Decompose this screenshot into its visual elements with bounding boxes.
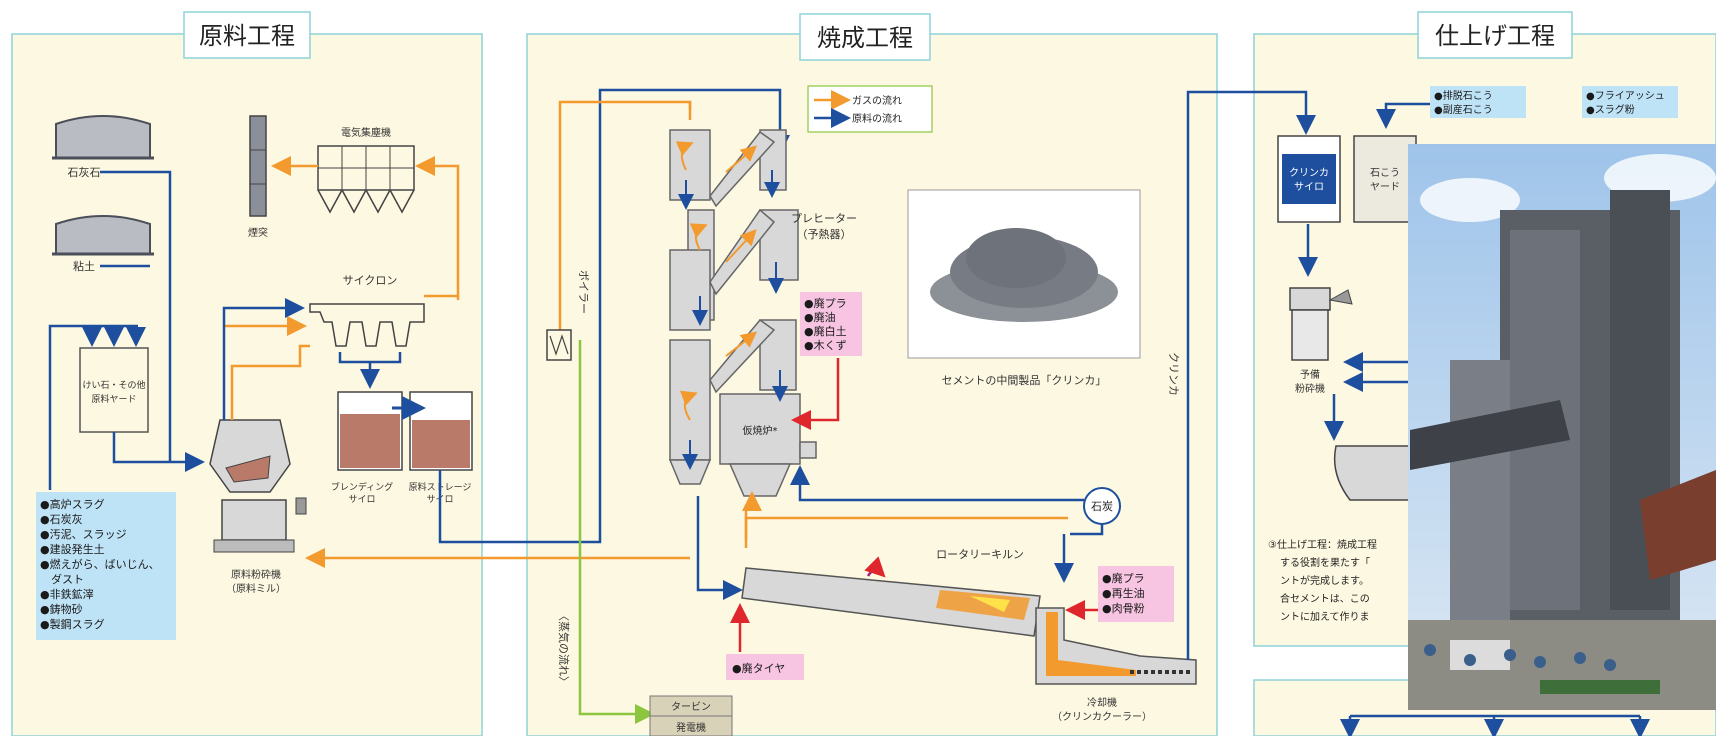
generator-label: 発電機 bbox=[676, 721, 706, 734]
cement-mill-icon bbox=[1333, 445, 1411, 501]
firing-section-title: 焼成工程 bbox=[817, 24, 913, 52]
kiln-waste-item: ●廃プラ bbox=[1102, 571, 1145, 585]
gypsum-yard-label-1: 石こう bbox=[1370, 167, 1400, 179]
kiln-waste-item: ●再生油 bbox=[1102, 586, 1145, 600]
pre-grinder-icon bbox=[1289, 287, 1353, 361]
limestone-pile-icon bbox=[52, 115, 154, 160]
clinker-photo-caption: セメントの中間製品「クリンカ」 bbox=[942, 373, 1107, 387]
ash-source-item: ●スラグ粉 bbox=[1586, 103, 1635, 116]
clinker-silo-label-2: サイロ bbox=[1294, 181, 1324, 193]
raw-waste-item: ダスト bbox=[40, 572, 84, 586]
raw-waste-item: ●製鋼スラグ bbox=[40, 617, 105, 631]
ash-source-list bbox=[1582, 86, 1678, 118]
limestone-label: 石灰石 bbox=[68, 165, 101, 179]
clinker-photo bbox=[930, 228, 1118, 322]
ash-source-item: ●フライアッシュ bbox=[1586, 90, 1665, 102]
calciner-waste-list bbox=[800, 292, 862, 356]
raw-waste-item: ●高炉スラグ bbox=[40, 497, 105, 511]
gypsum-yard-label-2: ヤード bbox=[1370, 182, 1400, 193]
gypsum-source-item: ●排脱石こう bbox=[1434, 89, 1493, 102]
rotary-kiln-icon bbox=[741, 556, 1041, 637]
raw-material-yard bbox=[79, 347, 149, 433]
stack-label: 煙突 bbox=[248, 226, 268, 239]
clay-label: 粘土 bbox=[73, 259, 95, 273]
raw-waste-item: ●鋳物砂 bbox=[40, 602, 83, 616]
preheater-label-2: （予熱器） bbox=[797, 228, 852, 241]
cooler-label-2: （クリンカクーラー） bbox=[1052, 711, 1152, 723]
clinker-silo-label-1: クリンカ bbox=[1289, 167, 1329, 179]
turbine-label: タービン bbox=[671, 701, 711, 713]
kiln-waste-item: ●肉骨粉 bbox=[1102, 602, 1145, 615]
finishing-desc-line: する役割を果たす「 bbox=[1280, 556, 1370, 569]
cooler-label-1: 冷却機 bbox=[1087, 696, 1117, 709]
gypsum-source-item: ●副産石こう bbox=[1434, 103, 1493, 116]
finishing-desc-line: ③仕上げ工程：焼成工程 bbox=[1268, 538, 1377, 551]
kiln-waste-list bbox=[1098, 566, 1174, 622]
raw-waste-item: ●非鉄鉱滓 bbox=[40, 587, 94, 601]
clinker-cooler-icon bbox=[1035, 607, 1197, 685]
finishing-desc-line: 合セメントは、この bbox=[1280, 592, 1370, 605]
raw-waste-item: ●燃えがら、ばいじん、 bbox=[40, 557, 160, 571]
calciner-waste-item: ●廃プラ bbox=[804, 296, 847, 310]
raw-waste-item: ●建設発生土 bbox=[40, 542, 105, 556]
calciner-label: 仮焼炉* bbox=[743, 424, 778, 437]
gypsum-source-list bbox=[1430, 86, 1526, 118]
firing-process-panel bbox=[526, 33, 1218, 737]
pre-grinder-label-2: 粉砕機 bbox=[1295, 382, 1325, 395]
preheater-label-1: プレヒーター bbox=[791, 212, 857, 225]
coal-label: 石炭 bbox=[1091, 500, 1113, 513]
yard-label-1: けい石・その他 bbox=[82, 379, 145, 391]
yard-label-2: 原料ヤード bbox=[91, 393, 136, 405]
pre-grinder-label-1: 予備 bbox=[1300, 368, 1320, 381]
electrostatic-precipitator-icon bbox=[317, 145, 415, 214]
boiler-label: ボイラー bbox=[577, 270, 590, 314]
stack-icon bbox=[249, 115, 267, 217]
blending-silo-label-2: サイロ bbox=[348, 494, 375, 505]
storage-silo-icon bbox=[409, 391, 473, 471]
raw-mill-label-1: 原料粉砕機 bbox=[231, 568, 281, 581]
tire-label: ●廃タイヤ bbox=[732, 661, 785, 675]
clinker-flow-label: クリンカ bbox=[1167, 352, 1180, 396]
ep-label: 電気集塵機 bbox=[341, 126, 391, 139]
steam-label: 〈蒸気の流れ〉 bbox=[557, 610, 571, 687]
calciner-waste-item: ●廃白土 bbox=[804, 324, 847, 338]
legend-raw: 原料の流れ bbox=[852, 112, 902, 125]
gypsum-yard-icon bbox=[1353, 135, 1417, 223]
finishing-section-title: 仕上げ工程 bbox=[1435, 22, 1555, 50]
cyclone-icon bbox=[309, 303, 425, 347]
rotary-kiln-label: ロータリーキルン bbox=[936, 548, 1024, 561]
raw-mill-icon bbox=[209, 419, 307, 553]
raw-waste-item: ●石炭灰 bbox=[40, 512, 83, 526]
raw-waste-list bbox=[36, 492, 176, 640]
raw-waste-item: ●汚泥、スラッジ bbox=[40, 528, 127, 541]
calciner-waste-item: ●木くず bbox=[804, 339, 847, 352]
finishing-desc-line: ントに加えて作りま bbox=[1280, 611, 1370, 623]
blending-silo-label-1: ブレンディング bbox=[331, 481, 393, 493]
tire-waste-label-box bbox=[726, 654, 804, 680]
cement-plant-photo bbox=[1408, 144, 1716, 710]
cyclone-label: サイクロン bbox=[343, 274, 398, 287]
finishing-desc-line: ントが完成します。 bbox=[1280, 574, 1369, 587]
blending-silo-icon bbox=[337, 391, 403, 471]
raw-mill-label-2: （原料ミル） bbox=[226, 582, 286, 595]
calciner-waste-item: ●廃油 bbox=[804, 310, 836, 324]
raw-section-title: 原料工程 bbox=[199, 22, 295, 50]
legend-gas: ガスの流れ bbox=[852, 94, 902, 107]
flow-legend bbox=[807, 85, 933, 133]
clay-pile-icon bbox=[52, 215, 154, 256]
